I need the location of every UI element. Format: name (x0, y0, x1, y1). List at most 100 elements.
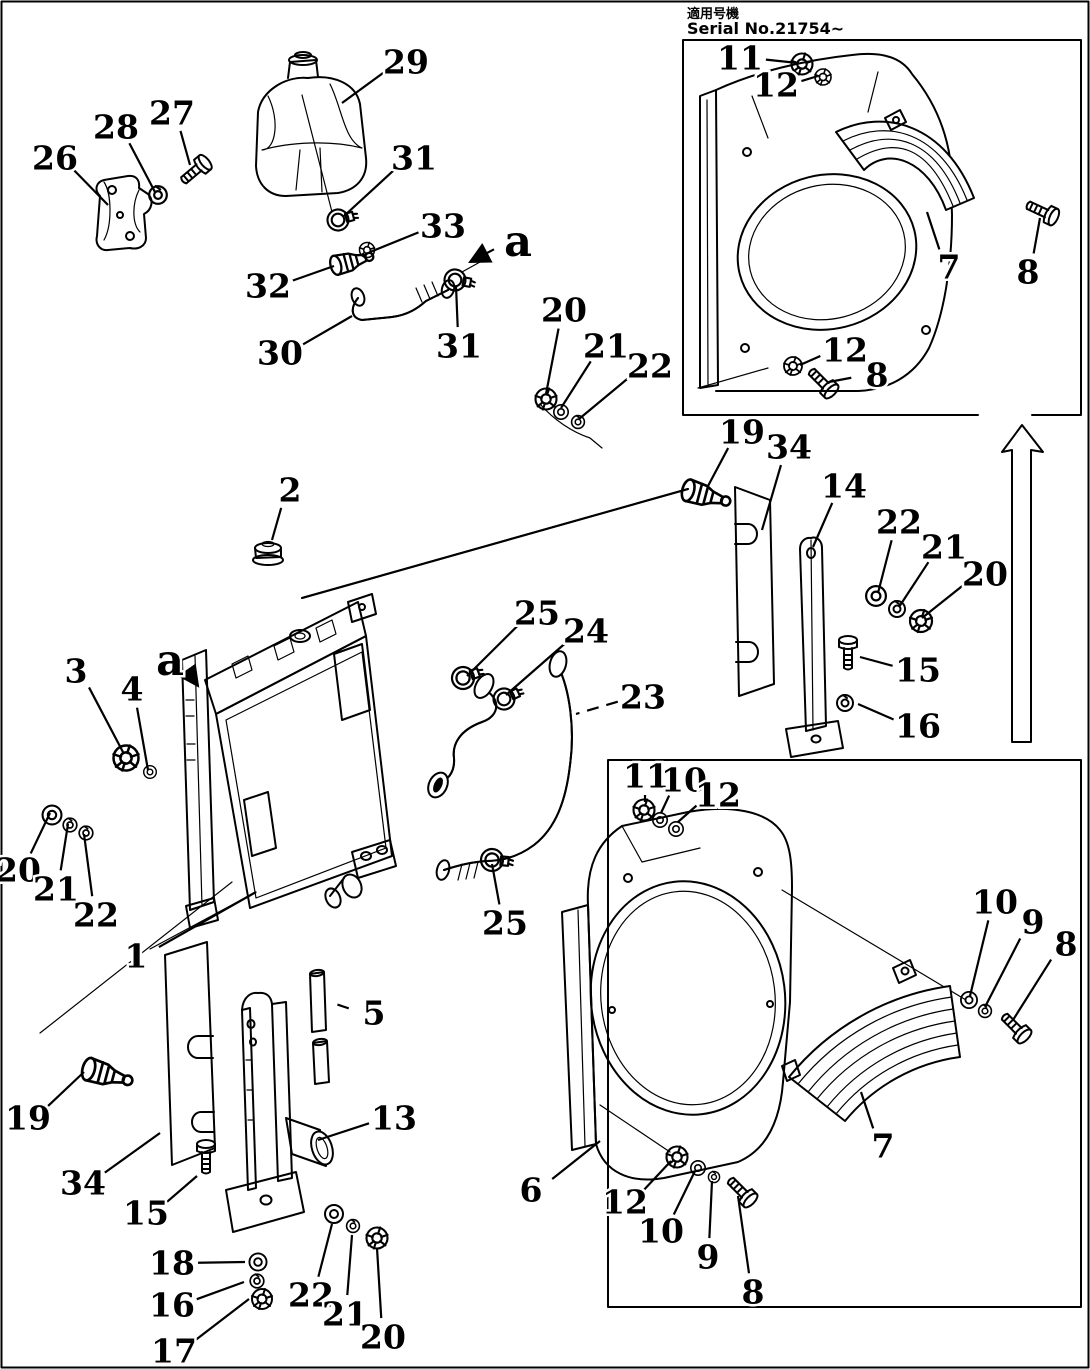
plate-left-illustration (164, 941, 216, 1166)
callout-leader-24-29 (505, 642, 567, 696)
part-callout-28-1: 28 (93, 108, 139, 147)
part-callout-22-23: 22 (876, 503, 922, 542)
fitting-glyph-14 (678, 476, 735, 514)
part-callout-5-39: 5 (363, 994, 386, 1033)
part-callout-25-38: 25 (482, 904, 528, 943)
part-callout-31-8: 31 (436, 327, 482, 366)
callout-leader-31-8 (454, 285, 459, 328)
fan-shroud-illustration (561, 807, 793, 1181)
part-callout-3-32: 3 (65, 652, 88, 691)
bolt-glyph-0 (175, 151, 216, 190)
tank-bracket-illustration (95, 174, 153, 252)
fan-grille-illustration (781, 959, 961, 1122)
reservoir-tank-illustration (255, 51, 368, 197)
callout-leader-4-33 (135, 707, 150, 771)
part-callout-9-56: 9 (697, 1238, 720, 1277)
direction-arrow (1001, 424, 1044, 743)
washer-glyph-40 (689, 1160, 707, 1176)
part-callout-10-55: 10 (638, 1212, 684, 1251)
part-callout-8-61: 8 (1055, 925, 1078, 964)
part-callout-10-51: 10 (661, 761, 707, 800)
part-callout-20-25: 20 (962, 555, 1008, 594)
callout-leader-10-55 (672, 1170, 696, 1215)
part-callout-34-21: 34 (766, 428, 812, 467)
part-callout-1-37: 1 (125, 937, 148, 976)
callout-leader-23-30 (575, 700, 619, 716)
nut-glyph-35 (365, 1226, 389, 1250)
part-callout-21-11: 21 (583, 327, 629, 366)
callout-leader-21-11 (560, 360, 592, 409)
part-callout-22-47: 22 (288, 1276, 334, 1315)
fan-guard-inset-border (607, 759, 1082, 1308)
callout-leader-33-5 (369, 231, 419, 254)
fan-shroud-inset-illustration (699, 52, 953, 392)
callout-leader-14-22 (811, 502, 834, 548)
part-callout-20-49: 20 (360, 1318, 406, 1357)
washer-glyph-43 (960, 991, 978, 1009)
part-callout-16-27: 16 (895, 707, 941, 746)
part-callout-13-42: 13 (371, 1099, 417, 1138)
lock-glyph-31 (249, 1273, 265, 1289)
part-callout-12-17: 12 (822, 331, 868, 370)
nut-glyph-17 (908, 608, 934, 634)
washer-glyph-15 (864, 584, 888, 608)
part-callout-23-30: 23 (620, 678, 666, 717)
part-callout-21-48: 21 (322, 1295, 368, 1334)
washer-glyph-25 (41, 804, 63, 826)
part-callout-21-24: 21 (921, 528, 967, 567)
part-callout-14-22: 14 (821, 467, 867, 506)
fan-grille-inset-illustration (835, 109, 975, 211)
lock-glyph-26 (62, 817, 78, 833)
part-callout-34-41: 34 (60, 1164, 106, 1203)
callout-leader-19-40 (47, 1071, 85, 1107)
part-callout-33-5: 33 (420, 207, 466, 246)
part-callout-27-2: 27 (149, 94, 195, 133)
lock-glyph-44 (977, 1003, 993, 1019)
callout-leader-30-7 (302, 315, 353, 346)
part-callout-11-50: 11 (623, 757, 669, 796)
outlet-pipe-illustration (225, 991, 334, 1233)
part-callout-15-26: 15 (895, 651, 941, 690)
rod-illustration (309, 968, 330, 1085)
part-callout-20-10: 20 (541, 291, 587, 330)
nut-glyph-12 (783, 356, 803, 376)
leader-lines (29, 58, 1053, 1342)
bolt-glyph-29 (196, 1139, 216, 1175)
callout-leader-20-49 (375, 1247, 383, 1319)
callout-leader-28-1 (128, 142, 156, 193)
bolt-glyph-11 (1022, 195, 1063, 228)
lock-glyph-27 (78, 825, 94, 841)
part-callout-22-36: 22 (73, 896, 119, 935)
part-callout-19-40: 19 (5, 1099, 51, 1138)
callout-leader-12-52 (677, 804, 698, 823)
callout-leader-7-15 (925, 211, 941, 250)
part-callout-a-31: a (156, 636, 184, 686)
callout-leader-13-42 (317, 1122, 370, 1142)
callout-leader-10-51 (660, 795, 671, 814)
part-callout-16-45: 16 (149, 1286, 195, 1325)
part-callout-8-16: 8 (1017, 253, 1040, 292)
callout-leader-a-31 (177, 663, 200, 688)
callout-leader-22-12 (578, 376, 630, 420)
callout-leader-16-45 (196, 1280, 245, 1301)
overflow-hose-illustration (350, 279, 456, 321)
lock-glyph-16 (888, 600, 906, 618)
connector-lines (39, 94, 967, 1153)
callout-leader-15-43 (166, 1175, 198, 1203)
callout-leader-20-10 (544, 328, 560, 395)
serial-inset-border (682, 39, 1082, 416)
callout-leader-12-54 (643, 1160, 672, 1191)
applicability-note: 適用号機 (687, 6, 739, 22)
part-callout-30-7: 30 (257, 334, 303, 373)
part-callout-8-57: 8 (742, 1273, 765, 1312)
bolt-glyph-13 (803, 363, 842, 402)
fitting-glyph-28 (78, 1055, 137, 1094)
callout-leader-6-53 (551, 1140, 601, 1180)
part-callout-32-6: 32 (245, 267, 291, 306)
callout-leader-19-20 (707, 447, 730, 487)
part-callout-7-58: 7 (872, 1127, 895, 1166)
part-callout-31-4: 31 (391, 139, 437, 178)
part-callout-2-19: 2 (279, 471, 302, 510)
